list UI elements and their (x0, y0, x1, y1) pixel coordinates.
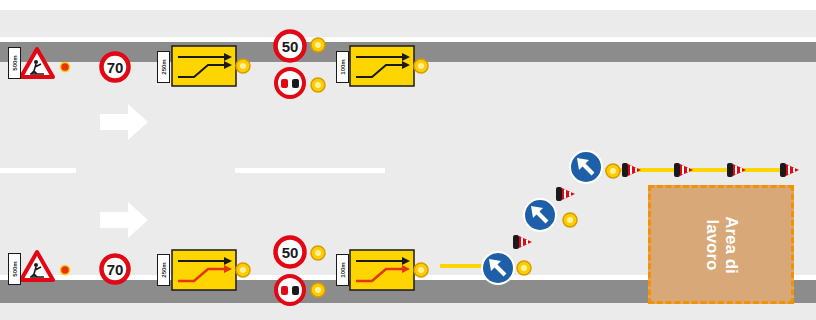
warning-light (61, 63, 70, 72)
keep-left-sign (570, 151, 602, 183)
distance-text: 100m (340, 59, 346, 74)
speed-limit-sign: 70 (99, 253, 131, 285)
no-overtaking-sign (276, 276, 304, 304)
distance-plate: 100m (336, 254, 349, 286)
no-overtaking-sign (276, 69, 304, 97)
keep-left-sign (482, 252, 514, 284)
speed-limit-text: 70 (107, 60, 124, 75)
warning-light (517, 261, 531, 275)
warning-light (606, 164, 620, 178)
area-label: Area di lavoro (702, 195, 739, 294)
distance-plate: 250m (157, 51, 170, 83)
speed-limit-sign: 70 (99, 51, 131, 83)
traffic-cone (513, 235, 532, 249)
speed-limit-sign: 50 (273, 29, 307, 63)
lane-dash (0, 168, 76, 173)
warning-light (236, 263, 250, 277)
roadworks-sign (21, 49, 53, 77)
warning-light (311, 78, 325, 92)
lane-change-sign (350, 250, 414, 290)
lane-change-sign (172, 46, 236, 86)
traffic-cone (780, 163, 799, 177)
yellow-line (440, 264, 485, 268)
sign-ring (276, 238, 305, 267)
warning-light (414, 263, 428, 277)
lane-change-sign (172, 250, 236, 290)
distance-plate: 100m (336, 51, 349, 83)
distance-plate: 250m (157, 254, 170, 286)
warning-light (414, 59, 428, 73)
warning-light (311, 283, 325, 297)
direction-arrow (100, 202, 148, 238)
warning-light (311, 246, 325, 260)
speed-limit-text: 50 (282, 245, 299, 260)
speed-limit-sign: 50 (273, 235, 307, 269)
traffic-cone (727, 163, 746, 177)
work-area: Area di lavoro (648, 185, 794, 304)
lane-dash (235, 168, 385, 173)
verge (0, 0, 816, 10)
speed-limit-text: 70 (107, 262, 124, 277)
direction-arrow (100, 104, 148, 140)
warning-light (311, 38, 325, 52)
roadworks-sign (21, 252, 53, 280)
distance-text: 500m (12, 261, 18, 276)
warning-light (61, 266, 70, 275)
distance-text: 100m (340, 262, 346, 277)
traffic-cone (674, 163, 693, 177)
lane-change-sign (350, 46, 414, 86)
traffic-cone (622, 163, 641, 177)
warning-light (563, 213, 577, 227)
distance-text: 250m (161, 59, 167, 74)
sign-ring (276, 32, 305, 61)
sign-ring (102, 256, 129, 283)
edge-line (0, 37, 816, 42)
sign-ring (102, 54, 129, 81)
distance-plate: 500m (8, 253, 21, 285)
speed-limit-text: 50 (282, 39, 299, 54)
keep-left-sign (524, 199, 556, 231)
traffic-cone (556, 187, 575, 201)
warning-light (236, 59, 250, 73)
distance-plate: 500m (8, 47, 21, 79)
distance-text: 500m (12, 55, 18, 70)
distance-text: 250m (161, 262, 167, 277)
